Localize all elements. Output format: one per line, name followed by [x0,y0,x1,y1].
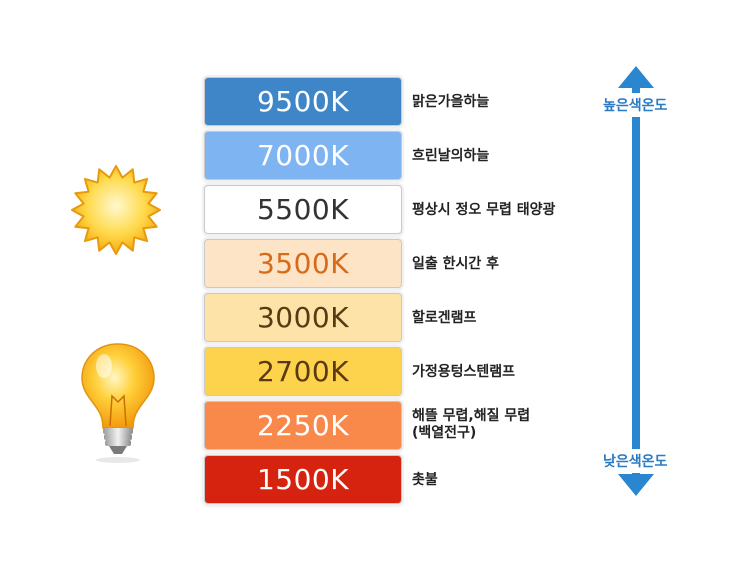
arrow-down-icon [618,474,654,496]
description-2250k-line1: 해뜰 무렵,해질 무렵 [412,408,531,424]
color-temp-9500k: 9500K [204,77,402,126]
low-color-temp-label: 낮은색온도 [601,449,670,473]
description-1500k: 촛불 [412,472,438,488]
color-temp-5500k: 5500K [204,185,402,234]
color-temp-2250k: 2250K [204,401,402,450]
sun-icon [71,165,161,255]
color-temp-3000k: 3000K [204,293,402,342]
kelvin-value: 5500K [256,193,350,226]
description-7000k: 흐린날의하늘 [412,148,490,164]
color-temp-3500k: 3500K [204,239,402,288]
kelvin-value: 2250K [256,409,350,442]
color-temp-1500k: 1500K [204,455,402,504]
kelvin-value: 9500K [256,85,350,118]
description-2250k-line2: (백열전구) [412,425,477,441]
kelvin-value: 2700K [256,355,350,388]
light-bulb-icon [81,343,155,463]
description-9500k: 맑은가을하늘 [412,94,490,110]
description-3500k: 일출 한시간 후 [412,256,500,272]
color-temp-7000k: 7000K [204,131,402,180]
kelvin-value: 3000K [256,301,350,334]
kelvin-value: 7000K [256,139,350,172]
kelvin-value: 1500K [256,463,350,496]
kelvin-value: 3500K [256,247,350,280]
scale-arrow-shaft [632,86,640,480]
arrow-up-icon [618,66,654,88]
description-2700k: 가정용텅스텐램프 [412,364,516,380]
description-3000k: 할로겐램프 [412,310,477,326]
description-5500k: 평상시 정오 무렵 태양광 [412,202,556,218]
high-color-temp-label: 높은색온도 [601,93,670,117]
description-2250k: 해뜰 무렵,해질 무렵 (백열전구) [412,408,530,442]
color-temp-2700k: 2700K [204,347,402,396]
